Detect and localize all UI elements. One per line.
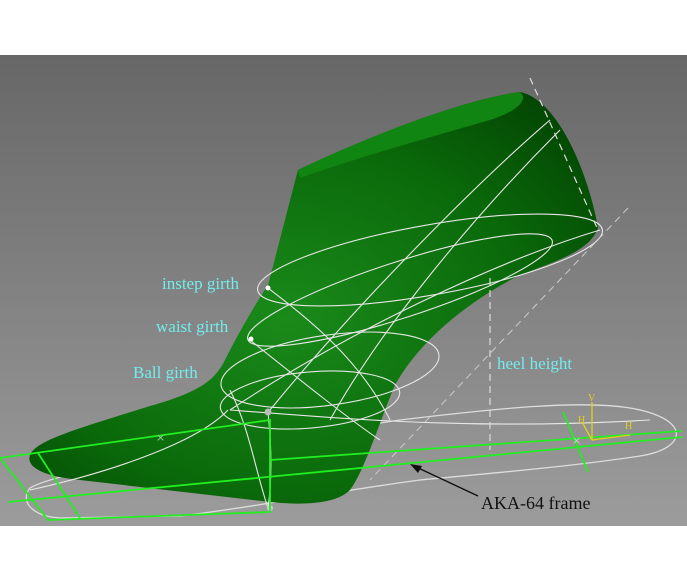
waist-point [248,336,254,342]
axis-triad [581,402,631,441]
frame-label: AKA-64 frame [481,493,591,513]
heel-height-label: heel height [497,354,573,373]
x-mark: × [572,434,581,447]
instep-girth-label: instep girth [162,274,239,293]
heel-curve-line [369,207,629,481]
axis-h-label: H [578,415,586,426]
instep-point [265,285,271,291]
axis-h-label: H [625,421,633,432]
opening-cap [298,92,524,178]
girth-wireframe [29,119,651,509]
ball-point [264,408,272,416]
heel-axis-line [529,77,599,231]
waist-girth-label: waist girth [156,317,229,336]
axis-v-label: V [588,393,596,404]
shoe-last-body [29,92,598,504]
ball-girth-label: Ball girth [133,363,198,382]
x-mark: × [156,431,165,444]
aka-64-frame [0,411,683,521]
